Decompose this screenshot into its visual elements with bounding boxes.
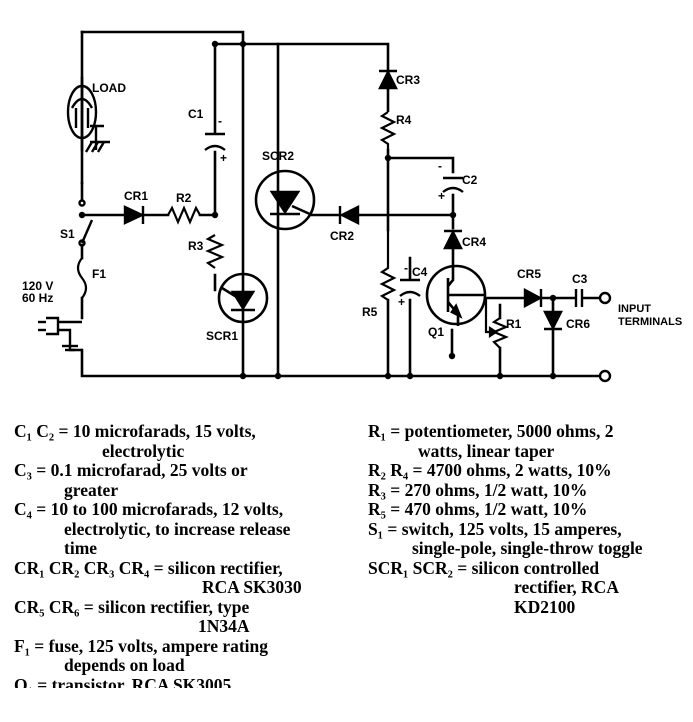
part-cr1-4: CR₁ CR₂ CR₃ CR₄ = silicon rectifier,	[14, 557, 283, 578]
label-scr1: SCR1	[206, 329, 238, 343]
label-cr2: CR2	[330, 229, 354, 243]
part-cr5-6-cont: 1N34A	[198, 616, 250, 636]
part-f1: F₁ = fuse, 125 volts, ampere rating	[14, 635, 269, 656]
part-scr-cont2: KD2100	[514, 596, 576, 617]
cr6-diode	[543, 310, 563, 331]
label-cr3: CR3	[396, 73, 420, 87]
c2-capacitor	[442, 176, 464, 193]
q1-transistor	[425, 264, 487, 326]
part-r1: R₁ = potentiometer, 5000 ohms, 2	[368, 421, 614, 441]
label-r1: R1	[506, 317, 522, 331]
part-r1-cont: watts, linear taper	[418, 440, 555, 461]
cr1-diode	[123, 205, 145, 225]
parts-list-right: R₁ = potentiometer, 5000 ohms, 2 watts, …	[368, 421, 686, 617]
label-input-1: INPUT	[618, 303, 651, 315]
part-scr-cont: rectifier, RCA	[514, 577, 619, 597]
c4-capacitor	[399, 278, 421, 297]
label-s1: S1	[60, 227, 75, 241]
load-lamp	[66, 84, 110, 153]
part-c3-cont: greater	[64, 479, 119, 500]
label-scr2: SCR2	[262, 149, 294, 163]
label-q1: Q1	[428, 325, 444, 339]
c2-plus: +	[438, 189, 445, 203]
c1-minus: -	[218, 114, 222, 128]
label-c2: C2	[462, 173, 478, 187]
label-r2: R2	[176, 191, 192, 205]
label-r5: R5	[362, 305, 378, 319]
label-input-2: TERMINALS	[618, 316, 682, 328]
cr4-diode	[443, 229, 463, 250]
part-r2r4: R₂ R₄ = 4700 ohms, 2 watts, 10%	[368, 460, 612, 480]
part-s1: S₁ = switch, 125 volts, 15 amperes,	[368, 518, 622, 539]
r1-potentiometer	[484, 298, 509, 349]
label-load: LOAD	[92, 81, 126, 95]
c4-minus: -	[404, 261, 408, 275]
cr2-diode	[338, 205, 360, 225]
r2-resistor	[167, 205, 201, 225]
label-supply-volts: 120 V	[22, 279, 53, 293]
r5-resistor	[379, 230, 397, 301]
c3-capacitor	[574, 289, 584, 307]
label-cr5: CR5	[517, 267, 541, 281]
input-terminal-top	[598, 291, 612, 305]
label-cr6: CR6	[566, 317, 590, 331]
wire-top-main	[80, 30, 390, 185]
label-c4: C4	[412, 265, 428, 279]
ac-plug	[38, 316, 82, 352]
circuit-schematic: LOAD CR1 R2 C1 - + R3 SCR1 SCR2 CR2	[22, 30, 682, 383]
scr1-thyristor	[217, 272, 269, 324]
part-c1c2-cont: electrolytic	[102, 440, 185, 461]
part-c3: C₃ = 0.1 microfarad, 25 volts or	[14, 460, 248, 480]
f1-fuse	[76, 257, 88, 299]
label-cr1: CR1	[124, 189, 148, 203]
label-c3: C3	[572, 272, 588, 286]
part-c4-cont2: time	[64, 538, 98, 558]
part-c1c2: C₁ C₂ = 10 microfarads, 15 volts,	[14, 421, 256, 441]
input-terminal-bottom	[598, 369, 612, 383]
part-q1: Q₁ = transistor, RCA SK3005	[14, 675, 232, 688]
wire-c1-bottom	[215, 44, 243, 290]
part-c4-cont: electrolytic, to increase release	[64, 518, 291, 539]
part-scr: SCR₁ SCR₂ = silicon controlled	[368, 557, 600, 578]
c1-capacitor	[204, 132, 226, 151]
c4-plus: +	[398, 295, 405, 309]
scr2-thyristor	[254, 169, 316, 231]
part-cr5-6: CR₅ CR₆ = silicon rectifier, type	[14, 596, 250, 617]
cr5-diode	[523, 288, 543, 308]
label-r3: R3	[188, 239, 204, 253]
r3-resistor	[205, 234, 225, 269]
part-cr1-4-cont: RCA SK3030	[202, 577, 302, 597]
junction-dots	[78, 40, 557, 380]
parts-list: C₁ C₂ = 10 microfarads, 15 volts, electr…	[0, 400, 693, 722]
r4-resistor	[379, 111, 397, 150]
wire-r4-down	[386, 148, 455, 232]
label-r4: R4	[396, 113, 412, 127]
cr3-diode	[378, 69, 398, 90]
c1-plus: +	[220, 151, 227, 165]
part-f1-cont: depends on load	[64, 655, 185, 675]
wire-top-outer	[80, 30, 245, 378]
s1-switch	[78, 199, 94, 247]
parts-list-left: C₁ C₂ = 10 microfarads, 15 volts, electr…	[14, 421, 359, 688]
label-supply-hz: 60 Hz	[22, 291, 53, 305]
label-f1: F1	[92, 267, 106, 281]
wire-fuse-down	[80, 296, 607, 378]
c2-minus: -	[438, 159, 442, 173]
part-c4: C₄ = 10 to 100 microfarads, 12 volts,	[14, 499, 284, 519]
label-cr4: CR4	[462, 235, 486, 249]
part-r5: R₅ = 470 ohms, 1/2 watt, 10%	[368, 499, 588, 519]
label-c1: C1	[188, 107, 204, 121]
part-r3: R₃ = 270 ohms, 1/2 watt, 10%	[368, 479, 588, 500]
part-s1-cont: single-pole, single-throw toggle	[412, 538, 643, 558]
